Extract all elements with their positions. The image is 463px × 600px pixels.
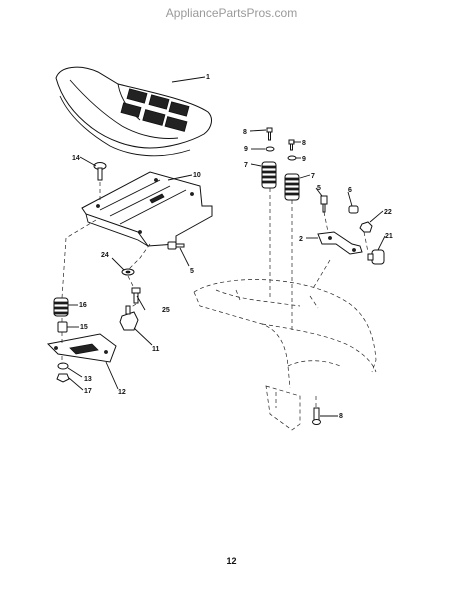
callout-21: 21 xyxy=(385,233,393,240)
callout-2: 2 xyxy=(299,236,303,243)
callout-7-right: 7 xyxy=(311,173,315,180)
fender-bolt-part xyxy=(312,407,321,425)
assembly-lines xyxy=(61,182,369,408)
seat-pan-part xyxy=(81,171,213,247)
bolt-left-part xyxy=(266,127,273,141)
washer-right-part xyxy=(287,155,297,161)
hex-nut-part xyxy=(359,221,373,233)
spacer-part xyxy=(57,321,68,333)
callout-24: 24 xyxy=(101,252,109,259)
fender-outline xyxy=(193,279,377,431)
pivot-spring-part xyxy=(53,297,69,317)
callout-14: 14 xyxy=(72,155,80,162)
flat-washer-part xyxy=(121,268,135,276)
callout-22: 22 xyxy=(384,209,392,216)
callout-6: 6 xyxy=(348,187,352,194)
callout-11: 11 xyxy=(152,346,160,353)
seat-part xyxy=(55,66,212,157)
watermark: AppliancePartsPros.com xyxy=(165,6,298,20)
slide-plate-part xyxy=(46,333,117,363)
spring-left-part xyxy=(261,161,277,189)
callout-5-lower: 5 xyxy=(190,268,194,275)
hand-knob-part xyxy=(119,305,139,331)
adjustment-bracket-part xyxy=(317,231,363,255)
callout-9-left: 9 xyxy=(244,146,248,153)
bolt-upper-part xyxy=(320,195,328,213)
bolt-right-part xyxy=(288,139,295,151)
callout-25: 25 xyxy=(162,307,170,314)
callout-9-right: 9 xyxy=(302,156,306,163)
callout-8-left: 8 xyxy=(243,129,247,136)
carriage-bolt-part xyxy=(93,162,107,181)
callout-12: 12 xyxy=(118,389,126,396)
callout-7-left: 7 xyxy=(244,162,248,169)
adjustment-knob-part xyxy=(367,249,385,265)
washer-left-part xyxy=(265,146,275,152)
bolt-lower-part xyxy=(167,241,185,250)
leader-lines xyxy=(67,76,386,417)
washer-nut-part xyxy=(56,362,70,383)
callout-17: 17 xyxy=(84,388,92,395)
page-number: 12 xyxy=(226,556,237,566)
callout-1: 1 xyxy=(206,74,210,81)
callout-5-upper: 5 xyxy=(317,185,321,192)
shoulder-bolt-part xyxy=(131,287,141,304)
callout-8-fender: 8 xyxy=(339,413,343,420)
callout-8-right: 8 xyxy=(302,140,306,147)
callout-13: 13 xyxy=(84,376,92,383)
callout-10: 10 xyxy=(193,172,201,179)
lock-nut-part xyxy=(348,205,359,214)
callout-15: 15 xyxy=(80,324,88,331)
spring-right-part xyxy=(284,173,300,201)
callout-16: 16 xyxy=(79,302,87,309)
